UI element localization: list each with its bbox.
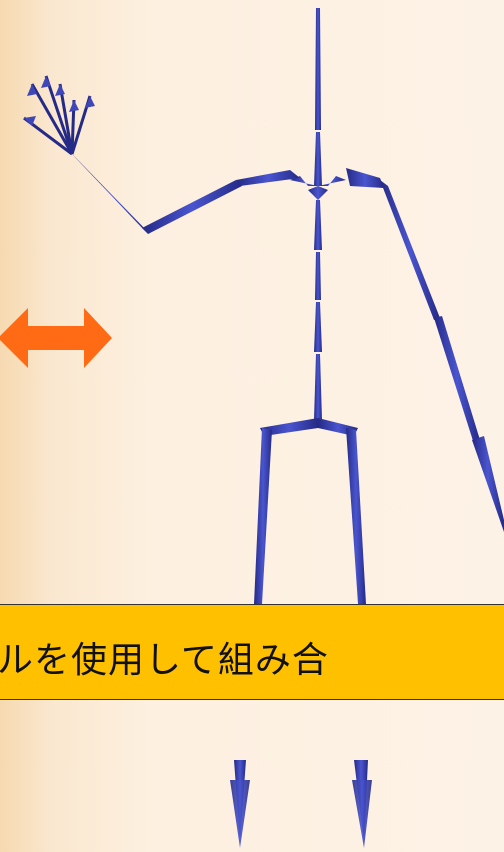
skeleton-hand — [23, 75, 95, 156]
skeleton-spine — [308, 8, 328, 420]
banner-text: ルを使用して組み合 — [0, 640, 329, 681]
caption-banner: ルを使用して組み合 — [0, 604, 504, 700]
skeleton-hips — [260, 418, 358, 436]
skeleton-right-arm — [380, 180, 504, 532]
skeleton-left-arm — [70, 152, 242, 234]
skeleton-shoulders — [236, 168, 384, 188]
bidirectional-arrow-icon — [0, 308, 112, 368]
skeleton-legs — [230, 428, 372, 848]
